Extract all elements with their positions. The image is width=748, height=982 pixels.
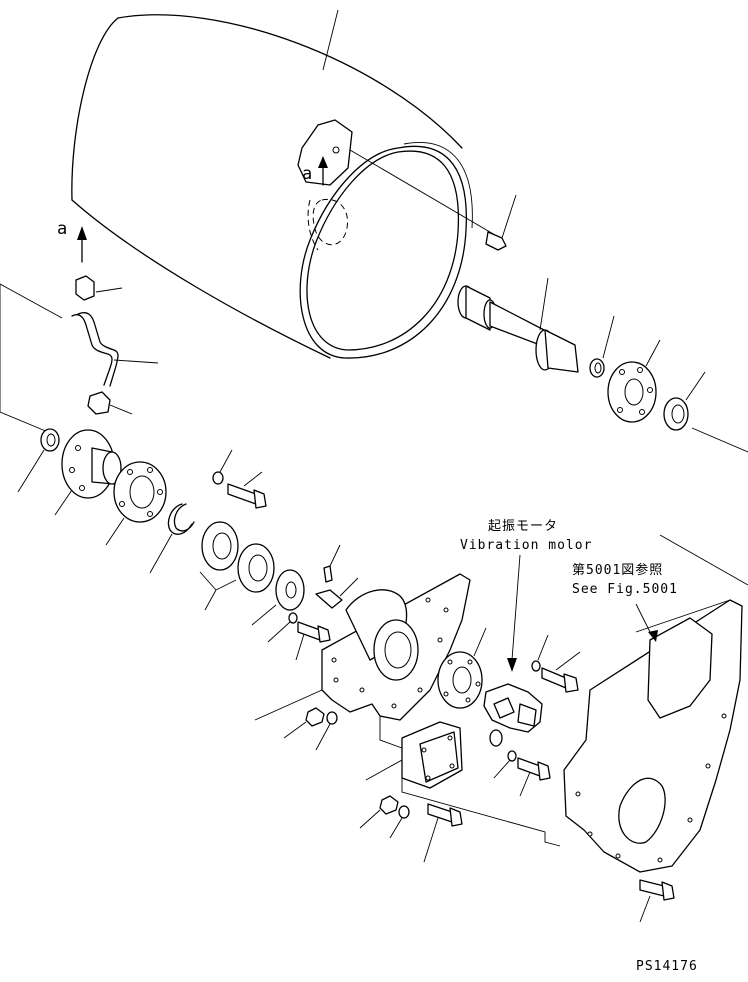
ring-icon [589, 315, 615, 378]
washer-6-icon [389, 805, 410, 839]
main-plate-icon [254, 573, 471, 721]
mount-bracket-icon [365, 721, 463, 789]
bushing-icon [315, 577, 359, 609]
washer-3-icon [315, 711, 338, 751]
flange-right-icon [607, 339, 661, 423]
seal-icon [17, 428, 60, 493]
gasket-icon [105, 461, 167, 546]
flange-center-icon [437, 627, 487, 709]
pin-icon [323, 544, 341, 583]
fitting-icon [75, 275, 123, 301]
see-fig-label-en: See Fig.5001 [572, 582, 678, 597]
drum-icon [71, 14, 473, 359]
vibration-motor-label-jp: 起振モータ [488, 519, 558, 534]
vibration-motor-icon [483, 683, 543, 747]
nut-2-icon [359, 795, 399, 829]
vibration-motor-label-en: Vibration molor [460, 538, 592, 553]
drum-up-arrow-icon [318, 156, 328, 186]
bolt-5-icon [423, 803, 463, 863]
washer-2-icon [267, 612, 298, 643]
bolt-2-icon [295, 621, 331, 661]
pipe-icon [71, 312, 159, 387]
arrow-label-left: a [57, 219, 67, 239]
bearing-left-icon [199, 521, 275, 611]
plate-icon [251, 569, 305, 626]
see-fig-label-jp: 第5001図参照 [572, 562, 663, 578]
shaft-icon [457, 277, 579, 373]
nut-icon [283, 707, 325, 739]
hub-icon [54, 429, 122, 516]
bolt-icon [227, 471, 267, 509]
figure-code: PS14176 [636, 959, 698, 974]
bolt-6-icon [639, 879, 675, 923]
arrow-label-drum: a [302, 164, 312, 184]
washer-5-icon [493, 750, 517, 779]
washer-icon [212, 449, 233, 485]
grease-nipple-icon [485, 194, 517, 251]
bearing-right-icon [663, 371, 706, 431]
connector-icon [87, 391, 133, 415]
bolt-4-icon [517, 757, 551, 797]
washer-4-icon [531, 634, 549, 672]
snap-ring-icon [149, 503, 195, 574]
right-plate-icon [563, 599, 743, 873]
left-up-arrow-icon [77, 226, 87, 263]
bolt-3-icon [541, 651, 581, 693]
